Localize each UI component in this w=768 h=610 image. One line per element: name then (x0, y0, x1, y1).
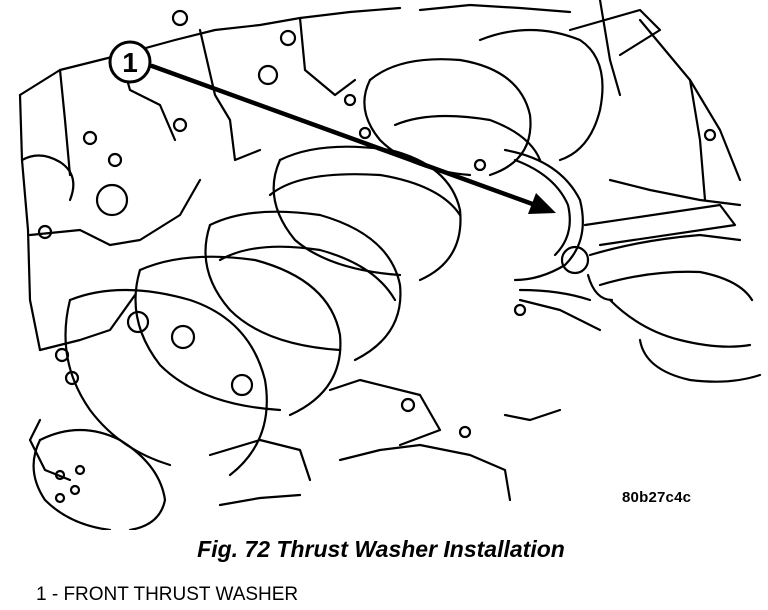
hand-with-tool (560, 203, 762, 383)
figure-caption: Fig. 72 Thrust Washer Installation (0, 536, 768, 563)
figure-code: 80b27c4c (622, 489, 692, 506)
legend-item-1: 1 - FRONT THRUST WASHER (36, 584, 299, 605)
thrust-washer (503, 148, 592, 302)
callout-1: 1 (108, 40, 152, 84)
engine-crankshaft-illustration: 1 (18, 0, 762, 530)
figure-caption-text: Fig. 72 Thrust Washer Installation (197, 536, 565, 562)
callout-arrow (149, 63, 556, 214)
crankshaft (32, 8, 662, 530)
svg-text:1: 1 (122, 47, 138, 78)
